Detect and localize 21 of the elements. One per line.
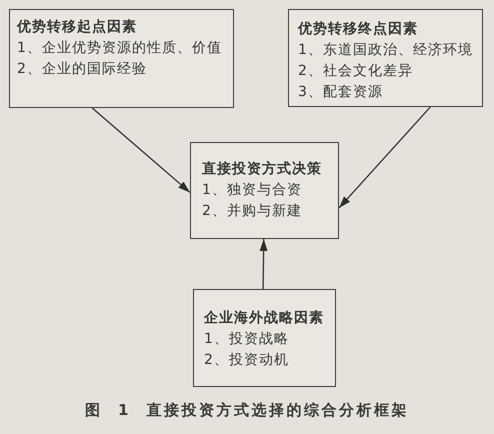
list-item: 2、投资动机 (204, 350, 289, 370)
list-item: 2、企业的国际经验 (17, 60, 147, 79)
list-item: 2、并购与新建 (202, 202, 302, 221)
factor-box (193, 289, 336, 387)
list-item: 1、投资战略 (204, 330, 289, 348)
list-item: 2、社会文化差异 (298, 62, 413, 81)
list-item: 1、企业优势资源的性质、价值 (17, 39, 222, 58)
box-heading: 优势转移终点因素 (298, 20, 418, 39)
arrow (92, 108, 190, 193)
list-item: 1、东道国政治、经济环境 (298, 41, 473, 60)
box-heading: 企业海外战略因素 (204, 308, 324, 328)
figure-caption: 图 1 直接投资方式选择的综合分析框架 (84, 400, 410, 420)
arrow (260, 239, 268, 289)
arrow (338, 106, 431, 208)
box-heading: 直接投资方式决策 (202, 160, 322, 179)
factor-box (190, 142, 339, 239)
list-item: 3、配套资源 (298, 83, 383, 102)
box-heading: 优势转移起点因素 (17, 18, 137, 37)
factor-box (9, 9, 234, 108)
list-item: 1、独资与合资 (202, 181, 302, 200)
factor-box (288, 9, 483, 107)
